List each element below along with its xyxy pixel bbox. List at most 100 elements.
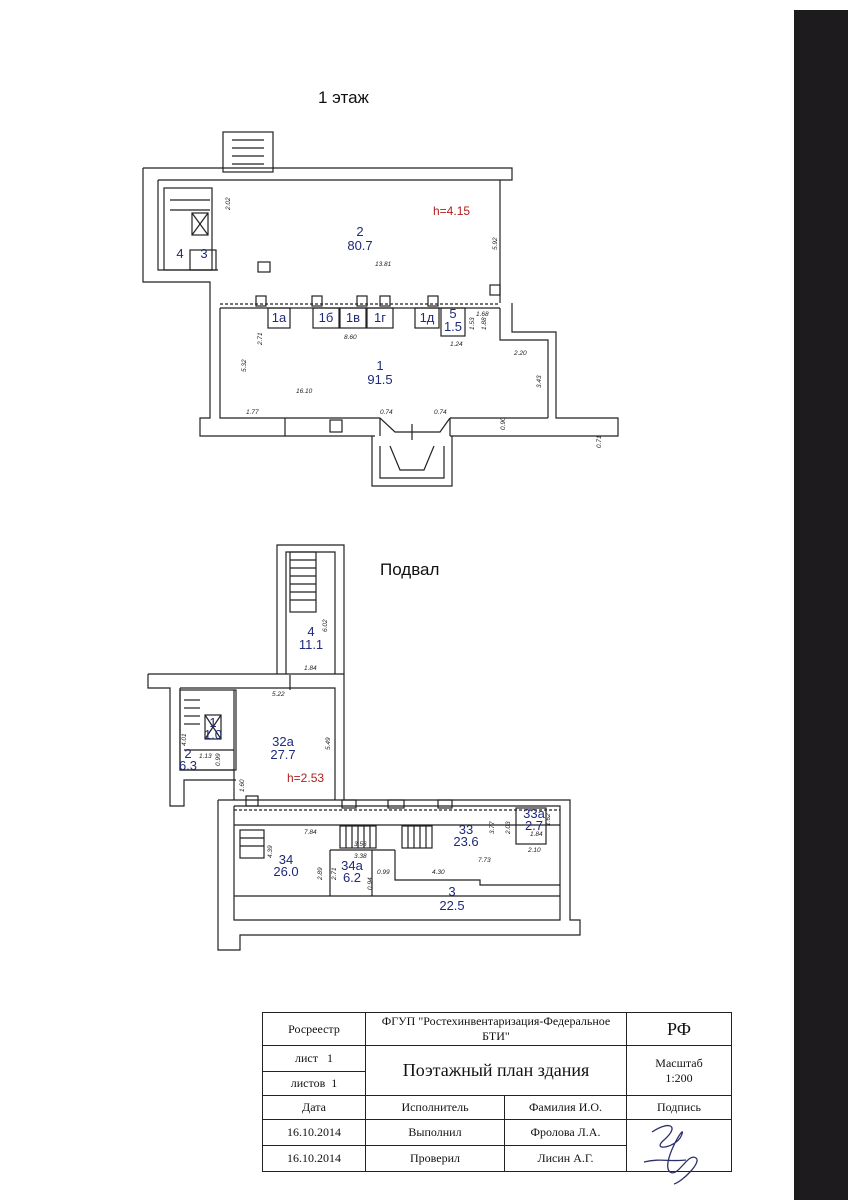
dim-b: 3.56 — [354, 841, 367, 848]
stamp-org: ФГУП "Ростехинвентаризация-Федеральное Б… — [365, 1012, 627, 1046]
stamp-row2-name: Лисин А.Г. — [504, 1145, 627, 1172]
room-f1-5-area: 1.5 — [444, 319, 462, 334]
room-b-34a-area: 6.2 — [343, 870, 361, 885]
dim-f1: 1.77 — [246, 409, 259, 416]
dim-f1: 2.20 — [513, 350, 527, 357]
dim-b: 2.89 — [317, 867, 324, 881]
title-block: Росреестр ФГУП "Ростехинвентаризация-Фед… — [262, 1012, 732, 1172]
basement-plan: 4 11.1 32а 27.7 1 1.0 2 6.3 33 23.6 33а … — [147, 544, 581, 951]
stamp-row1-role: Выполнил — [365, 1119, 505, 1146]
dim-f1: 3.43 — [536, 375, 543, 388]
stamp-sheets-num: 1 — [331, 1076, 338, 1090]
dim-b: 5.22 — [272, 691, 285, 698]
basement-heading: Подвал — [380, 560, 440, 579]
stamp-sheets-label: листов — [290, 1076, 326, 1090]
room-f1-1a: 1а — [272, 310, 287, 325]
room-b-3-area: 22.5 — [439, 898, 464, 913]
dim-b: 7.84 — [304, 829, 317, 836]
room-f1-4: 4 — [176, 246, 183, 261]
room-f1-1b: 1б — [319, 310, 334, 325]
room-f1-1v: 1в — [346, 310, 360, 325]
dim-f1: 5.32 — [241, 359, 248, 372]
dim-b: 4.30 — [432, 869, 445, 876]
dim-f1: 1.24 — [450, 341, 463, 348]
room-b-33-num: 33 — [459, 822, 473, 837]
room-b-1-num: 1 — [209, 715, 216, 730]
dim-b: 6.02 — [322, 619, 329, 632]
stamp-sheet-label: лист — [295, 1051, 318, 1065]
dim-f1: 0.74 — [380, 409, 393, 416]
stamp-sheet: лист 1 — [262, 1045, 366, 1072]
dim-b: 1.84 — [530, 831, 543, 838]
room-f1-2-area: 80.7 — [347, 238, 372, 253]
dim-f1: 16.10 — [296, 388, 313, 395]
dim-f1: 0.71 — [596, 435, 603, 448]
stamp-scale: Масштаб 1:200 — [626, 1045, 732, 1096]
stamp-scale-label: Масштаб — [655, 1055, 703, 1070]
dim-f1: 1.68 — [476, 311, 489, 318]
stamp-row2-date: 16.10.2014 — [262, 1145, 366, 1172]
room-b-34-area: 26.0 — [273, 864, 298, 879]
dim-f1: 0.74 — [434, 409, 447, 416]
room-b-33-area: 23.6 — [453, 834, 478, 849]
dim-f1: 5.92 — [492, 237, 499, 250]
stamp-executor-label: Исполнитель — [365, 1095, 505, 1120]
dim-b: 0.99 — [377, 869, 390, 876]
dim-b: 5.49 — [325, 737, 332, 750]
dim-b: 4.39 — [267, 845, 274, 858]
room-f1-1-num: 1 — [376, 358, 383, 373]
dim-b: 3.77 — [489, 821, 496, 834]
room-b-34a-num: 34а — [341, 858, 363, 873]
room-b-33a-area: 2.7 — [525, 818, 543, 833]
dim-b: 0.94 — [367, 877, 374, 890]
dim-b: 7.73 — [478, 857, 491, 864]
dim-f1: 13.81 — [375, 261, 392, 268]
floor1-plan: 2 80.7 1 91.5 5 1.5 1а 1б 1в 1г 1д 4 3 h… — [142, 131, 619, 487]
dim-b: 1.62 — [545, 813, 552, 826]
stamp-row1-date: 16.10.2014 — [262, 1119, 366, 1146]
floor1-height: h=4.15 — [433, 204, 470, 218]
dim-b: 0.99 — [215, 753, 222, 766]
room-f1-3: 3 — [200, 246, 207, 261]
room-f1-5-num: 5 — [449, 306, 456, 321]
room-b-1-area: 1.0 — [204, 727, 222, 742]
stamp-scale-value: 1:200 — [665, 1070, 693, 1085]
dim-b: 2.10 — [527, 847, 541, 854]
dim-f1: 2.71 — [257, 332, 264, 346]
room-b-4-area: 11.1 — [299, 637, 323, 652]
basement-height: h=2.53 — [287, 771, 324, 785]
room-b-32a-num: 32а — [272, 734, 294, 749]
room-b-33a-num: 33а — [523, 806, 545, 821]
dim-b: 4.01 — [181, 733, 188, 746]
dim-b: 2.03 — [505, 821, 512, 835]
room-b-3-num: 3 — [448, 884, 455, 899]
floor1-heading: 1 этаж — [318, 88, 369, 107]
dim-b: 1.13 — [199, 753, 212, 760]
room-b-34-num: 34 — [279, 852, 293, 867]
dim-b: 1.60 — [239, 779, 246, 792]
dim-f1: 0.90 — [500, 417, 507, 430]
dim-b: 2.71 — [331, 867, 338, 881]
room-f1-1d: 1д — [420, 310, 435, 325]
stamp-signature-cell — [626, 1119, 732, 1172]
stamp-name-label: Фамилия И.О. — [504, 1095, 627, 1120]
dim-b: 3.38 — [354, 853, 367, 860]
stamp-sheet-num: 1 — [326, 1051, 333, 1065]
room-f1-2-num: 2 — [356, 224, 363, 239]
stamp-sheets: листов 1 — [262, 1071, 366, 1096]
scan-dark-edge — [794, 10, 848, 1200]
room-b-4-num: 4 — [307, 624, 314, 639]
dim-f1: 2.02 — [225, 197, 232, 211]
stamp-row2-role: Проверил — [365, 1145, 505, 1172]
signature-scribble — [643, 1124, 698, 1185]
stamp-title: Поэтажный план здания — [365, 1045, 627, 1096]
dim-b: 1.84 — [304, 665, 317, 672]
room-b-2-area: 6.3 — [179, 758, 197, 773]
stamp-row1-name: Фролова Л.А. — [504, 1119, 627, 1146]
dim-f1: 1.53 — [469, 317, 476, 330]
room-f1-1g: 1г — [374, 310, 386, 325]
room-f1-1-area: 91.5 — [367, 372, 392, 387]
stamp-rf: РФ — [626, 1012, 732, 1046]
stamp-date-label: Дата — [262, 1095, 366, 1120]
